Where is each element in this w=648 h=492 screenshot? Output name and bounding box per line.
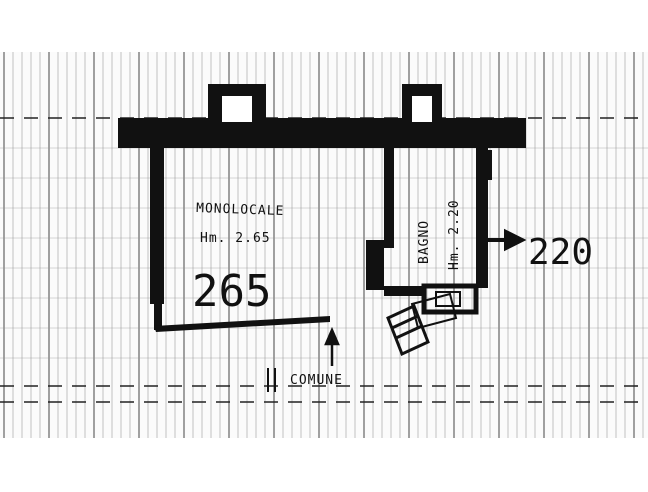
wardrobe-block — [366, 240, 384, 290]
bath-fixture — [421, 283, 479, 315]
bath-room-height: Hm. 2.20 — [447, 199, 462, 270]
corridor-marker — [267, 368, 276, 392]
partition-wall — [384, 148, 394, 248]
exterior-height-label: 220 — [528, 232, 593, 273]
paper-sheet — [0, 52, 648, 438]
bottom-wall — [154, 316, 330, 332]
walls — [118, 84, 526, 332]
main-room-name: MONOLOCALE — [196, 201, 285, 219]
bath-room-name: BAGNO — [417, 220, 432, 264]
main-room-height-large: 265 — [192, 266, 271, 317]
entrance-arrow — [324, 326, 340, 366]
right-wall — [476, 148, 488, 288]
top-wall — [118, 118, 526, 148]
main-room-height: Hm. 2.65 — [200, 231, 271, 246]
height-arrow — [482, 228, 527, 252]
grid-lines — [0, 52, 648, 438]
corridor-label: COMUNE — [290, 373, 343, 388]
entrance-stairs — [386, 292, 458, 357]
left-wall — [150, 142, 164, 304]
